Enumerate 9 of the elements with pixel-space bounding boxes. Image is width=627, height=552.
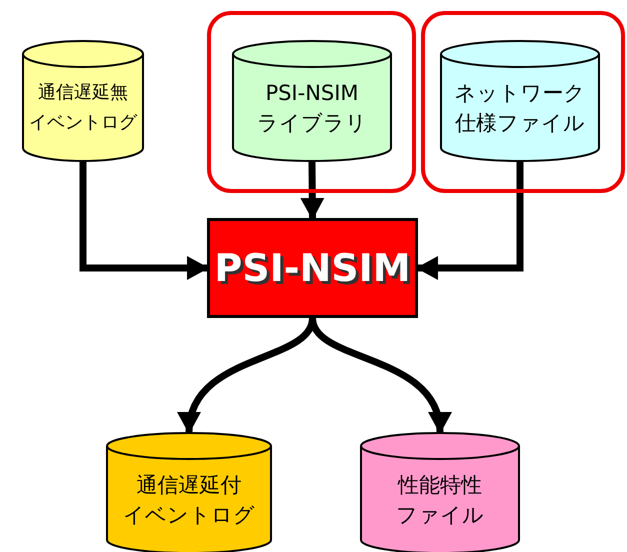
arrow (80, 162, 209, 280)
process-label: PSI-NSIM (213, 246, 412, 290)
arrow (300, 162, 324, 220)
cylinder-label: 通信遅延付イベントログ (122, 472, 256, 529)
cylinder-label: ネットワーク仕様ファイル (454, 80, 586, 137)
cylinder-label: 性能特性ファイル (395, 472, 485, 529)
arrow (416, 162, 524, 280)
cylinder-label: PSI-NSIMライブラリ (256, 80, 368, 137)
cylinder-label: 通信遅延無イベントログ (28, 81, 138, 135)
